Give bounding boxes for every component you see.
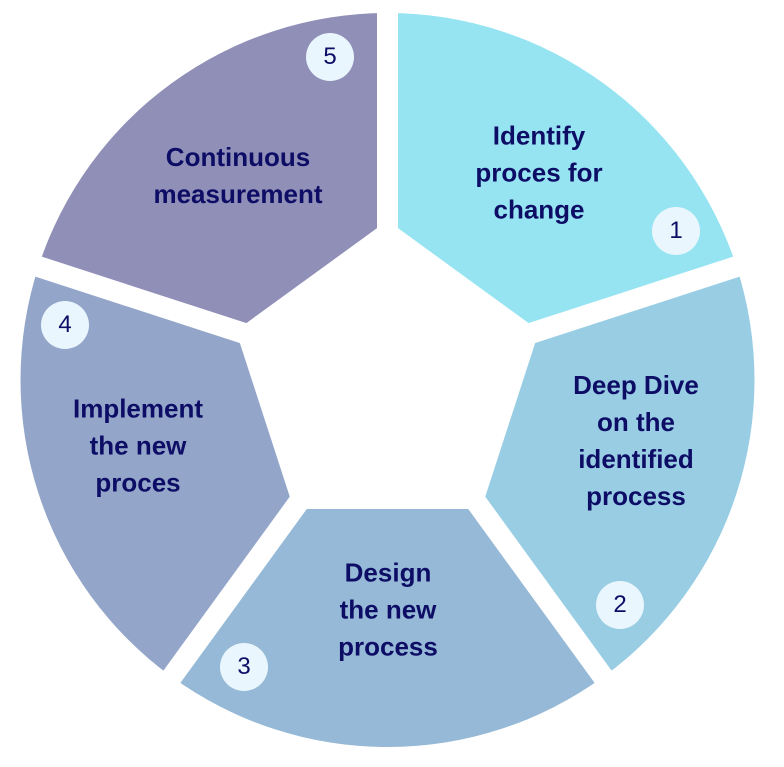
step-3-label-line: the new — [339, 594, 437, 625]
step-4-segment — [20, 266, 294, 677]
step-4-number: 4 — [58, 311, 72, 338]
step-2-number-badge: 2 — [596, 581, 644, 629]
step-3-number-badge: 3 — [220, 643, 268, 691]
step-4-label-line: proces — [95, 467, 181, 498]
step-1-label-line: proces for — [475, 157, 603, 188]
step-5-label: Continuous measurement — [153, 139, 322, 213]
step-2-segment — [481, 266, 755, 677]
step-4-number-badge: 4 — [41, 301, 89, 349]
step-2-label-line: on the — [596, 407, 675, 437]
step-2-label-line: Deep Dive — [573, 370, 699, 400]
step-2-label-line: process — [586, 481, 686, 511]
segment-gap — [379, 373, 618, 692]
step-3-number: 3 — [237, 653, 251, 680]
step-1-label-line: Identify — [492, 120, 586, 151]
step-1-segment — [387, 13, 737, 331]
step-1-label: Identify proces for change — [475, 118, 602, 229]
step-5-segment — [38, 13, 388, 331]
segment-gap — [384, 253, 750, 390]
step-2-number: 2 — [613, 591, 627, 618]
segment-gap — [25, 253, 391, 390]
step-3-label-line: process — [338, 631, 438, 662]
step-4-label-line: Implement — [72, 393, 204, 424]
step-5-number: 5 — [323, 43, 337, 70]
step-4-label-line: the new — [89, 430, 187, 461]
step-3-segment — [171, 509, 604, 747]
step-5-number-badge: 5 — [306, 33, 354, 81]
step-1-label-line: change — [493, 194, 585, 225]
step-1-number: 1 — [669, 217, 683, 244]
step-2-label: Deep Dive on the identified process — [573, 367, 699, 515]
step-5-label-line: Continuous — [165, 142, 311, 172]
step-4-label: Implement the new proces — [73, 391, 203, 502]
step-3-label-line: Design — [344, 557, 432, 588]
step-5-label-line: measurement — [153, 179, 323, 209]
segment-gap — [157, 373, 396, 692]
step-2-label-line: identified — [578, 444, 694, 474]
step-3-label: Design the new process — [338, 555, 438, 666]
step-1-number-badge: 1 — [652, 207, 700, 255]
